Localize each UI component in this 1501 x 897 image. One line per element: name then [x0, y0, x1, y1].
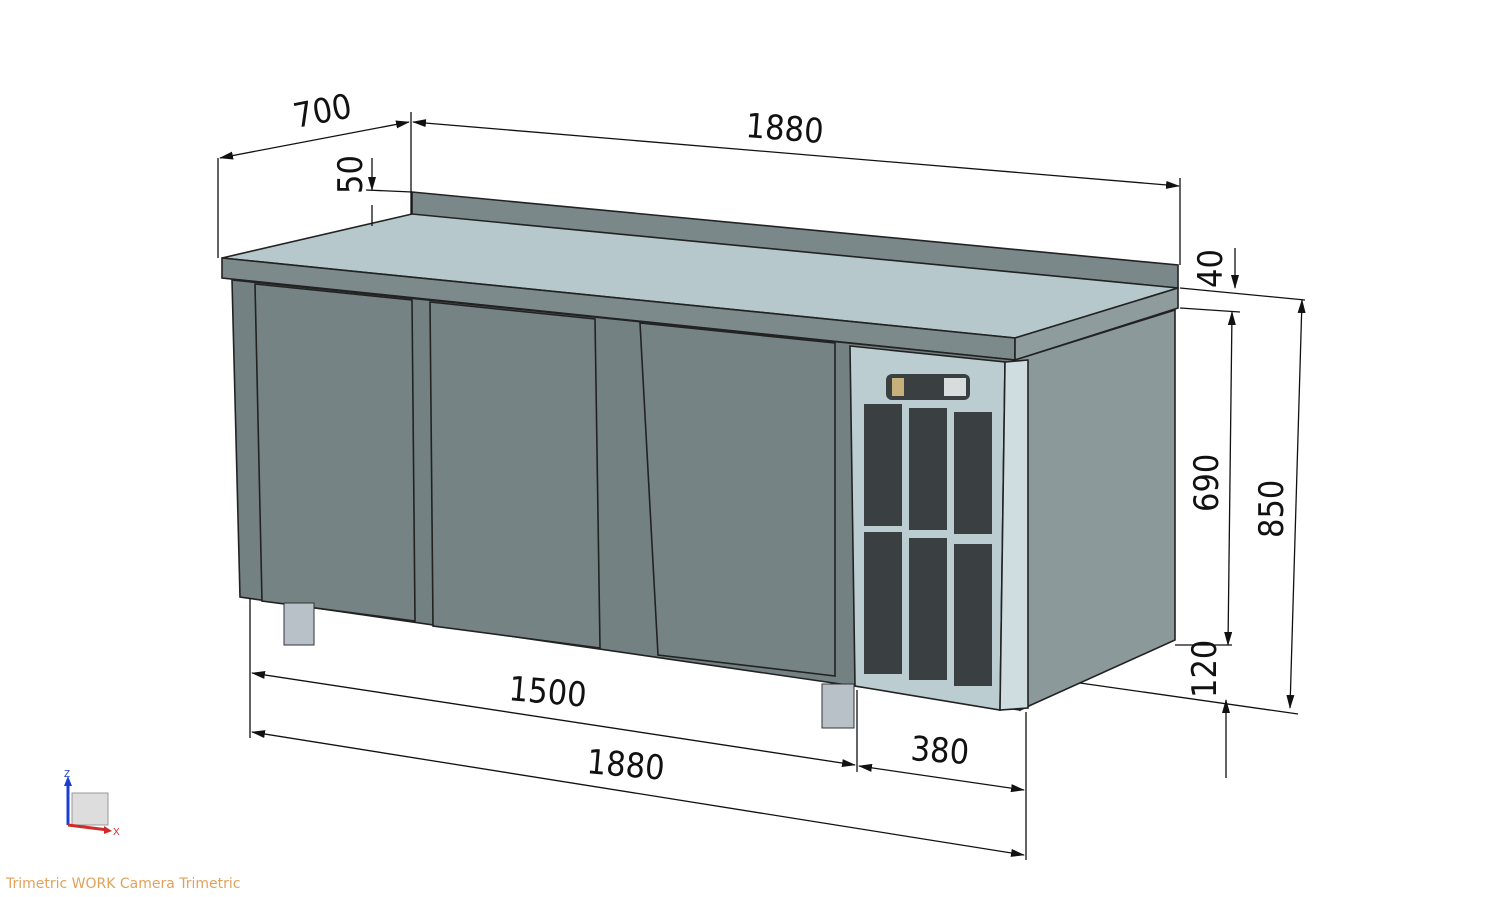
thermostat-button-icon [892, 378, 904, 396]
countertop-side-edge [1014, 286, 1179, 362]
dim-unit-width: 380 [909, 729, 970, 773]
leg-left [283, 602, 315, 646]
dim-body-height: 690 [1187, 454, 1227, 512]
dim-leg-height: 120 [1185, 640, 1225, 698]
triad-z-label: Z [64, 769, 70, 780]
ventilation-grille [864, 404, 992, 686]
door-3 [639, 322, 836, 677]
dim-backsplash: 50 [331, 155, 371, 194]
dim-bottom-width: 1880 [585, 742, 666, 789]
refrigerated-counter-model [221, 191, 1179, 729]
thermostat-switch-icon [944, 378, 966, 396]
triad-cube-icon [71, 792, 109, 826]
dimension-lines [217, 112, 1306, 860]
cabinet-side [1014, 308, 1176, 712]
triad-x-label: X [113, 827, 120, 838]
door-2 [429, 301, 601, 649]
x-axis-arrow-icon [67, 823, 109, 832]
dimension-labels: 700 1880 50 40 690 850 120 1500 1880 380 [290, 86, 1292, 788]
dim-counter-thickness: 40 [1191, 249, 1231, 288]
dim-total-height: 850 [1252, 480, 1292, 538]
camera-status: Trimetric WORK Camera Trimetric [6, 876, 241, 892]
door-1 [254, 283, 416, 622]
view-triad: Z X [64, 769, 120, 838]
dim-cabinet-width: 1500 [507, 669, 588, 716]
dim-depth: 700 [290, 86, 355, 136]
dim-top-width: 1880 [744, 106, 825, 152]
panel-frame [999, 359, 1029, 711]
leg-right [821, 683, 855, 729]
